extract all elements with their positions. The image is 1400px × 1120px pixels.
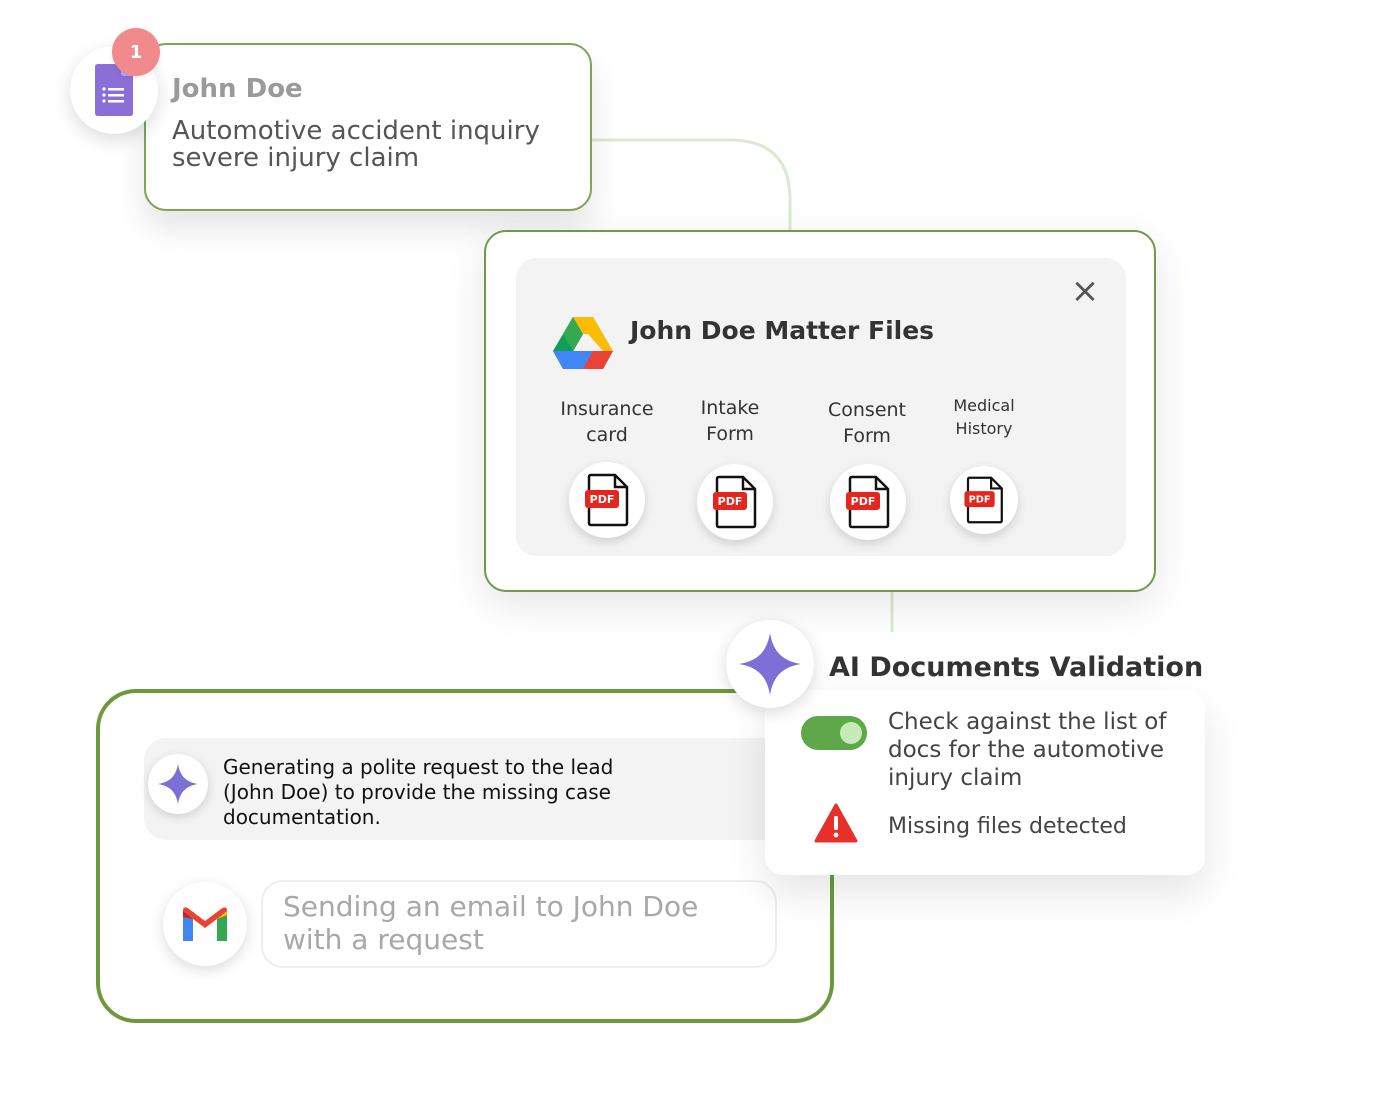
generating-request-text: Generating a polite request to the lead …: [223, 755, 614, 829]
svg-text:PDF: PDF: [969, 495, 991, 506]
missing-files-text: Missing files detected: [888, 814, 1127, 839]
svg-text:PDF: PDF: [851, 495, 876, 508]
pdf-file-insurance[interactable]: PDF: [569, 462, 645, 538]
pdf-icon: PDF: [585, 473, 629, 527]
sending-email-box: Sending an email to John Doe with a requ…: [261, 880, 777, 968]
pdf-file-consent[interactable]: PDF: [830, 464, 906, 540]
ai-validation-title: AI Documents Validation: [829, 652, 1204, 683]
lead-name: John Doe: [172, 74, 303, 104]
ai-sparkle-circle-large: [726, 620, 814, 708]
validation-check-text: Check against the list of docs for the a…: [888, 709, 1167, 791]
lead-card[interactable]: [144, 43, 592, 211]
file-label-intake: Intake Form: [700, 397, 760, 445]
pdf-icon: PDF: [964, 476, 1003, 524]
sparkle-icon: [158, 764, 198, 804]
pdf-icon: PDF: [846, 475, 890, 529]
file-label-insurance: Insurance card: [560, 398, 654, 446]
validation-toggle[interactable]: [801, 716, 867, 750]
notification-badge: 1: [112, 28, 160, 76]
warning-icon: [814, 803, 858, 843]
gmail-icon: [183, 907, 227, 941]
pdf-file-intake[interactable]: PDF: [697, 464, 773, 540]
generating-request-row: [144, 738, 784, 840]
ai-sparkle-circle: [148, 754, 208, 814]
toggle-knob: [840, 722, 862, 744]
close-button[interactable]: ×: [1070, 271, 1100, 311]
google-drive-icon: [553, 317, 613, 369]
svg-text:PDF: PDF: [590, 493, 615, 506]
svg-text:PDF: PDF: [718, 495, 743, 508]
files-title: John Doe Matter Files: [630, 316, 935, 345]
file-label-consent: Consent Form: [827, 399, 906, 447]
lead-description: Automotive accident inquiry severe injur…: [172, 116, 540, 173]
pdf-icon: PDF: [713, 475, 757, 529]
pdf-file-medical[interactable]: PDF: [950, 466, 1018, 534]
file-label-medical: Medical History: [953, 396, 1015, 438]
sending-email-text: Sending an email to John Doe with a requ…: [283, 890, 699, 956]
sparkle-icon: [739, 633, 801, 695]
gmail-icon-circle: [163, 882, 247, 966]
